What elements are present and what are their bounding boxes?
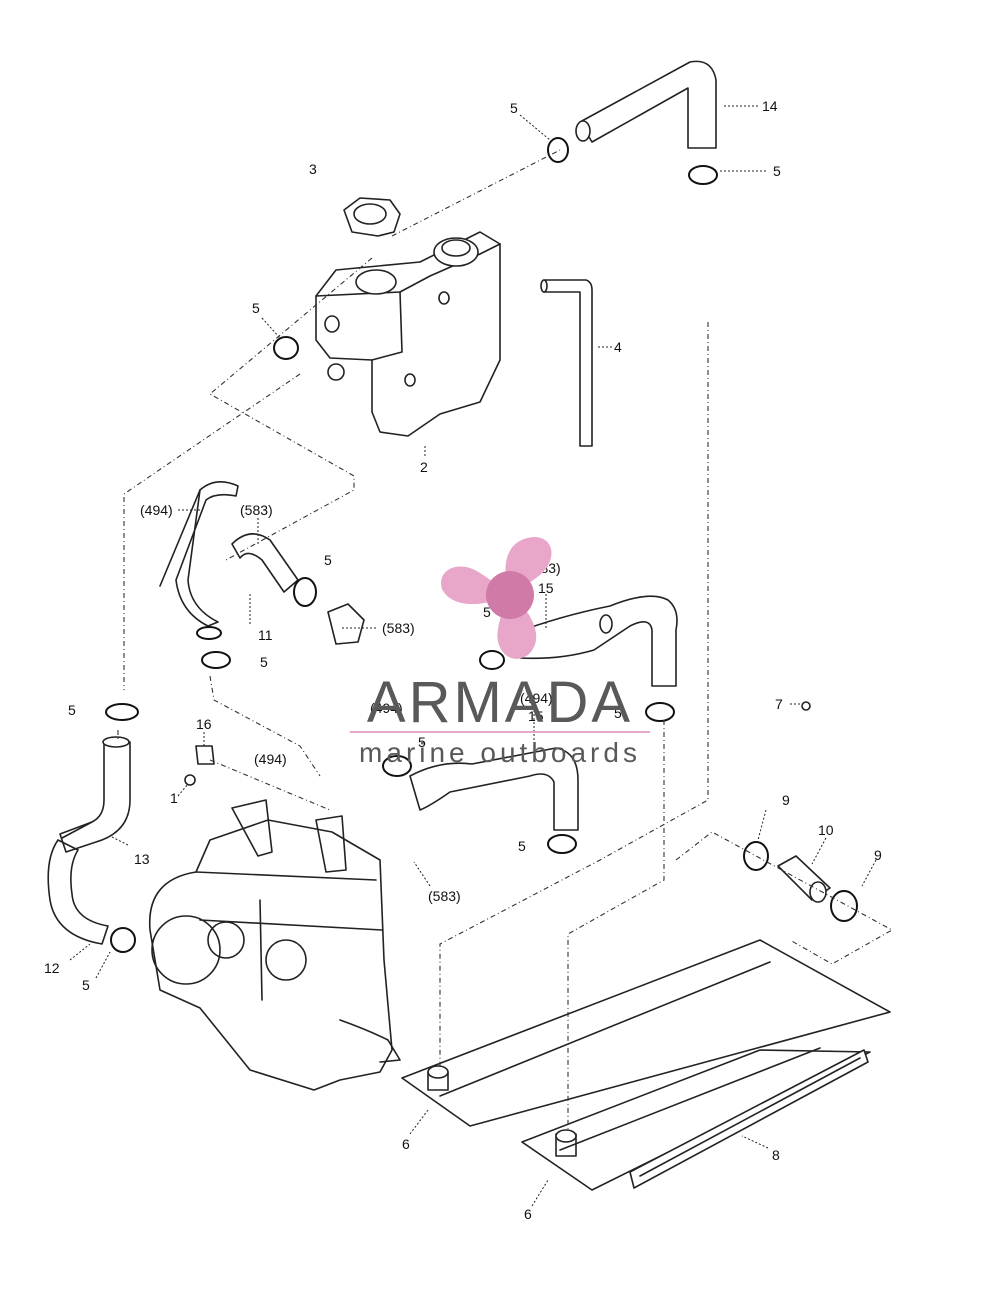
fitting-583 (327, 603, 365, 645)
label-494-c: (494) (370, 700, 403, 716)
sleeve-10 (777, 855, 831, 903)
clamps-left (105, 703, 139, 953)
label-3: 3 (309, 161, 317, 177)
clamp-11 (196, 626, 231, 669)
label-7: 7 (775, 696, 783, 712)
label-5-hose11: 5 (260, 654, 268, 670)
clamps-9 (743, 841, 858, 922)
watermark-brand: ARMADA (367, 670, 633, 735)
label-8: 8 (772, 1147, 780, 1163)
watermark-tagline: marine outboards (359, 737, 641, 768)
part-labels: 14 5 5 3 5 4 2 (494) (583) 5 (583) 15 (5… (44, 98, 882, 1222)
clamp-583 (293, 577, 317, 607)
label-13: 13 (134, 851, 150, 867)
hose-4 (540, 279, 593, 447)
label-6-left: 6 (402, 1136, 410, 1152)
label-2: 2 (420, 459, 428, 475)
label-15-upper: 15 (538, 580, 554, 596)
label-5-bottom: 5 (518, 838, 526, 854)
clamp-15-lower (382, 755, 577, 854)
label-5-center: 5 (418, 734, 426, 750)
label-5-left-bottom: 5 (82, 977, 90, 993)
strip-8 (629, 1049, 869, 1189)
clamp-top-left (547, 137, 569, 163)
label-14: 14 (762, 98, 778, 114)
label-5-tank: 5 (252, 300, 260, 316)
label-12: 12 (44, 960, 60, 976)
armada-watermark: ARMADA marine outboards (350, 537, 650, 768)
label-5-right: 5 (614, 705, 622, 721)
label-6-right: 6 (524, 1206, 532, 1222)
label-494-d: (494) (254, 751, 287, 767)
hose-15-lower (409, 747, 579, 831)
label-583-c: (583) (382, 620, 415, 636)
label-5-top: 5 (510, 100, 518, 116)
expansion-tank-2 (315, 231, 501, 437)
assembly-lines (117, 149, 894, 1130)
label-9-b: 9 (874, 847, 882, 863)
label-5-left: 5 (68, 702, 76, 718)
label-16: 16 (196, 716, 212, 732)
heat-exchanger-6-left (401, 939, 891, 1127)
leader-lines (69, 105, 877, 1207)
label-1: 1 (170, 790, 178, 806)
label-9-a: 9 (782, 792, 790, 808)
plug-7 (801, 701, 811, 711)
hose-15-upper (511, 595, 678, 687)
engine-block (148, 799, 401, 1091)
label-494-a: (494) (140, 502, 173, 518)
label-4: 4 (614, 339, 622, 355)
clamp-tank (273, 336, 299, 360)
propeller-logo (441, 537, 552, 659)
hose-11 (159, 481, 299, 627)
label-15-lower: 15 (528, 708, 544, 724)
label-5-pink: 5 (483, 604, 491, 620)
clamp-top-right (688, 165, 718, 185)
label-583-d: (583) (428, 888, 461, 904)
screw-1 (184, 774, 196, 786)
hose-12 (47, 821, 109, 945)
label-494-b: (494) (520, 690, 553, 706)
label-583-a: (583) (240, 502, 273, 518)
fitting-16 (195, 745, 215, 765)
hose-14 (575, 60, 717, 149)
heat-exchanger-6-right (521, 1047, 871, 1191)
label-10: 10 (818, 822, 834, 838)
label-5-mid: 5 (324, 552, 332, 568)
hose-13 (59, 736, 131, 853)
label-5-top-right: 5 (773, 163, 781, 179)
clamp-15-upper (479, 650, 675, 722)
label-11: 11 (258, 627, 273, 643)
filler-cap-3 (343, 197, 401, 237)
